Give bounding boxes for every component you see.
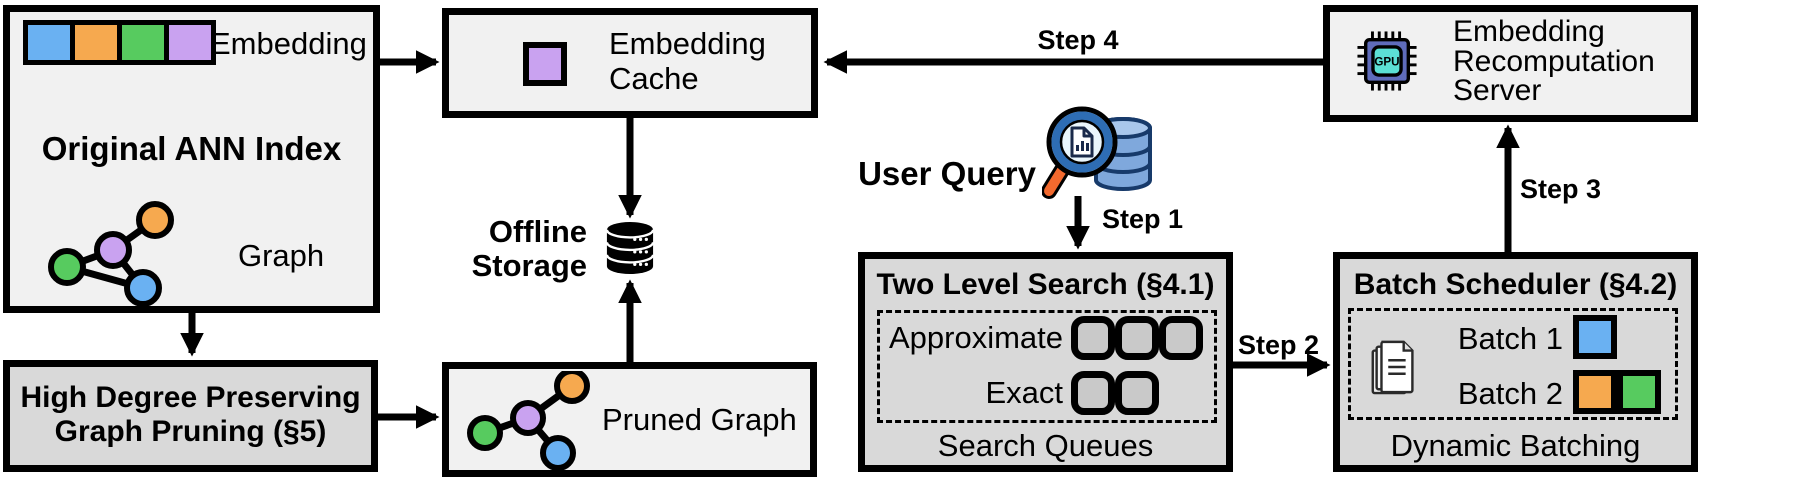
recomputation-server-box: GPU Embedding Recomputation Server bbox=[1323, 5, 1698, 122]
exact-queue-slots bbox=[1071, 371, 1159, 415]
cached-embedding-icon bbox=[523, 42, 567, 86]
magnifier-icon bbox=[1042, 106, 1118, 199]
batch2-item-green bbox=[1617, 370, 1661, 414]
embedding-cell-orange bbox=[70, 20, 122, 65]
step2-label: Step 2 bbox=[1238, 330, 1320, 360]
step1-label: Step 1 bbox=[1102, 204, 1184, 234]
batch2-label: Batch 2 bbox=[1457, 376, 1563, 411]
original-ann-index-title: Original ANN Index bbox=[41, 130, 342, 167]
offline-storage-database-icon bbox=[605, 222, 655, 274]
gpu-label: GPU bbox=[1374, 55, 1399, 68]
high-degree-pruning-box: High Degree Preserving Graph Pruning (§5… bbox=[3, 360, 378, 472]
dynamic-batching-caption: Dynamic Batching bbox=[1390, 428, 1641, 463]
original-ann-index-box: Embedding Original ANN Index Graph bbox=[3, 5, 380, 313]
embedding-cell-purple bbox=[164, 20, 216, 65]
batch1-item-blue bbox=[1573, 315, 1617, 359]
search-queues-caption: Search Queues bbox=[937, 428, 1154, 463]
recomputation-server-label: Embedding Recomputation Server bbox=[1453, 15, 1655, 107]
embedding-label: Embedding bbox=[210, 26, 367, 61]
documents-icon bbox=[1371, 340, 1414, 395]
embedding-cell-green bbox=[117, 20, 169, 65]
graph-label: Graph bbox=[238, 238, 325, 273]
dynamic-batching-dashed-box bbox=[1348, 308, 1678, 420]
queue-slot bbox=[1071, 371, 1115, 415]
two-level-search-title: Two Level Search (§4.1) bbox=[876, 268, 1215, 301]
two-level-search-box: Two Level Search (§4.1) Approximate Exac… bbox=[858, 252, 1233, 472]
exact-label: Exact bbox=[985, 375, 1063, 410]
batch-scheduler-box: Batch Scheduler (§4.2) Batch 1 Batch 2 D… bbox=[1333, 252, 1698, 472]
approximate-queue-slots bbox=[1071, 316, 1203, 360]
pruned-graph-box: Pruned Graph bbox=[442, 362, 817, 477]
batch2-items bbox=[1573, 370, 1661, 414]
queue-slot bbox=[1159, 316, 1203, 360]
search-queues-dashed-box bbox=[877, 310, 1217, 423]
pruned-graph-icon bbox=[467, 371, 590, 471]
batch2-item-orange bbox=[1573, 370, 1617, 414]
user-query-label: User Query bbox=[858, 155, 1036, 192]
graph-icon bbox=[48, 201, 174, 307]
query-document-glyph bbox=[1070, 126, 1094, 158]
step3-label: Step 3 bbox=[1520, 174, 1602, 204]
batch-scheduler-title: Batch Scheduler (§4.2) bbox=[1353, 268, 1678, 301]
queue-slot bbox=[1115, 316, 1159, 360]
high-degree-pruning-title: High Degree Preserving Graph Pruning (§5… bbox=[20, 381, 361, 448]
embedding-vector-icon bbox=[23, 20, 216, 65]
queue-slot bbox=[1071, 316, 1115, 360]
user-query-icon bbox=[1042, 106, 1152, 199]
gpu-chip-icon: GPU bbox=[1357, 31, 1417, 91]
queue-slot bbox=[1115, 371, 1159, 415]
pruned-graph-label: Pruned Graph bbox=[602, 402, 797, 437]
embedding-cache-box: Embedding Cache bbox=[442, 8, 818, 118]
embedding-cache-label: Embedding Cache bbox=[609, 26, 766, 96]
batch1-label: Batch 1 bbox=[1457, 321, 1563, 356]
approximate-label: Approximate bbox=[888, 320, 1063, 355]
embedding-cell-blue bbox=[23, 20, 75, 65]
step4-label: Step 4 bbox=[1037, 25, 1119, 55]
offline-storage-label: Offline Storage bbox=[471, 214, 587, 283]
